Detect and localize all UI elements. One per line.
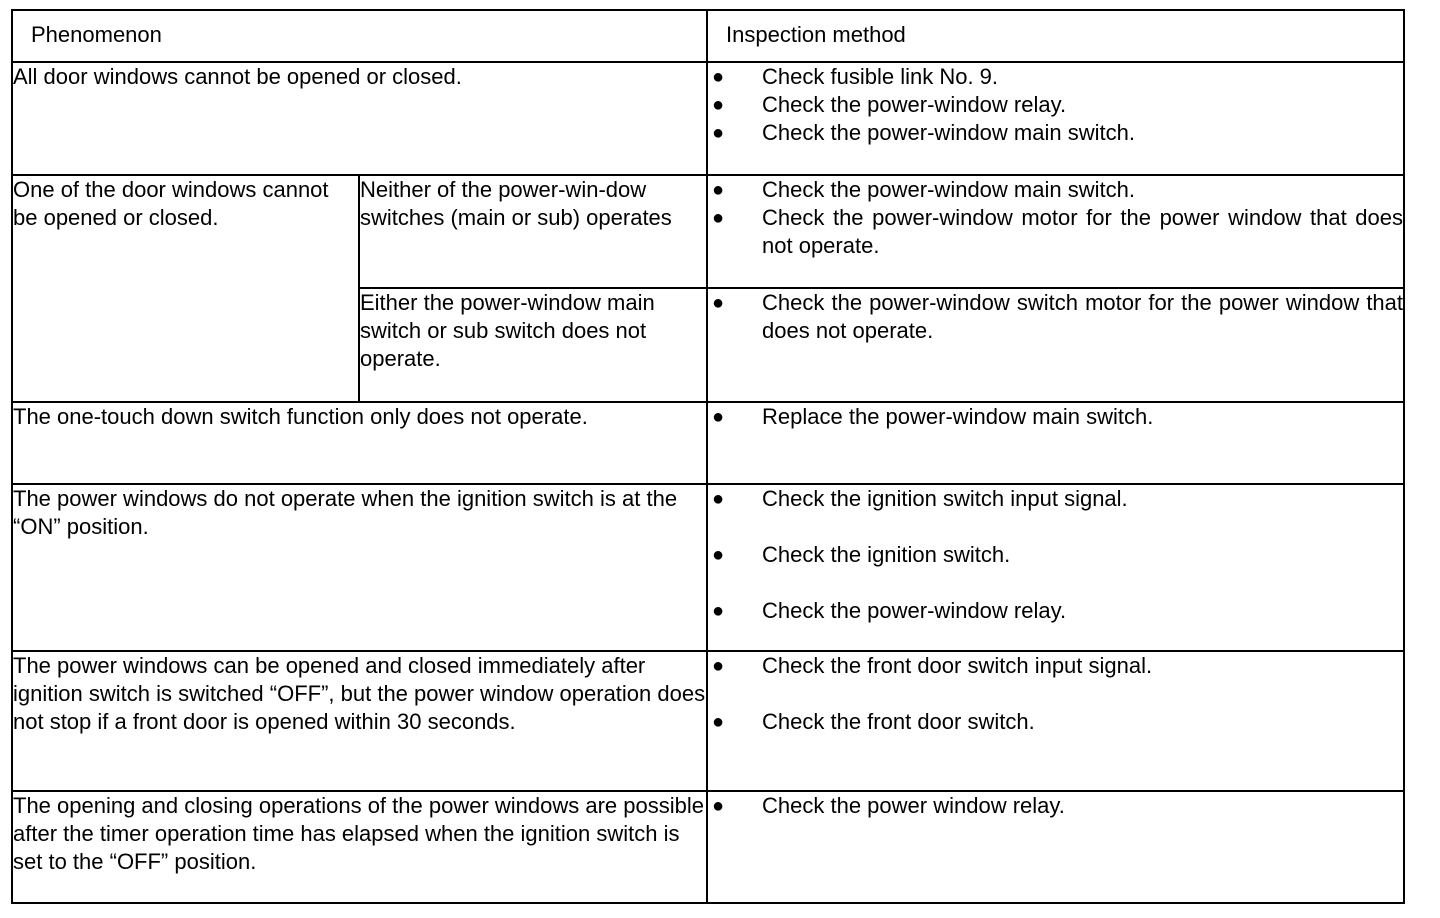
check-text: Replace the power-window main switch. (762, 404, 1154, 429)
inspection-cell: ● Check the power-window switch motor fo… (706, 287, 1406, 403)
condition-text: Neither of the power-win-dow switches (m… (360, 177, 672, 230)
bullet-icon: ● (712, 406, 725, 428)
phenomenon-text: The power windows do not operate when th… (13, 486, 678, 539)
check-text: Check the power-window switch motor for … (762, 290, 1404, 343)
table-row: The opening and closing operations of th… (10, 790, 1406, 904)
bullet-icon: ● (712, 600, 725, 622)
check-item: ● Check the power window relay. (708, 792, 1403, 820)
check-text: Check the ignition switch input signal. (762, 486, 1128, 511)
phenomenon-cell: One of the door windows cannot be opened… (11, 174, 360, 403)
phenomenon-cell: The opening and closing operations of th… (10, 790, 709, 904)
bullet-icon: ● (712, 655, 725, 677)
phenomenon-text: The opening and closing operations of th… (13, 793, 704, 874)
table-row: Either the power-window main switch or s… (12, 287, 1406, 403)
check-item: ● Check the ignition switch input signal… (708, 485, 1403, 513)
inspection-cell: ● Check fusible link No. 9. ● Check the … (706, 61, 1406, 176)
bullet-icon: ● (712, 66, 725, 88)
bullet-icon: ● (712, 795, 725, 817)
phenomenon-text: The power windows can be opened and clos… (13, 653, 706, 734)
check-item: ● Check the power-window relay. (708, 91, 1403, 119)
condition-cell: Neither of the power-win-dow switches (m… (357, 174, 709, 289)
check-text: Check the front door switch. (762, 709, 1035, 734)
inspection-cell: ● Check the power window relay. (706, 790, 1406, 904)
check-item: ● Check the power-window motor for the p… (708, 204, 1403, 260)
table-row: The power windows can be opened and clos… (10, 650, 1406, 792)
check-text: Check the power-window main switch. (762, 177, 1135, 202)
check-text: Check the ignition switch. (762, 542, 1011, 567)
check-text: Check the power window relay. (762, 793, 1065, 818)
bullet-icon: ● (712, 544, 725, 566)
check-item: ● Check the power-window switch motor fo… (708, 289, 1403, 345)
phenomenon-text: All door windows cannot be opened or clo… (13, 64, 462, 89)
inspection-cell: ● Replace the power-window main switch. (706, 401, 1406, 485)
check-text: Check fusible link No. 9. (762, 64, 999, 89)
table-row: The power windows do not operate when th… (10, 483, 1406, 652)
check-text: Check the front door switch input signal… (762, 653, 1153, 678)
condition-cell: Either the power-window main switch or s… (357, 287, 709, 403)
condition-text: Either the power-window main switch or s… (360, 290, 655, 371)
phenomenon-text: The one-touch down switch function only … (13, 404, 588, 429)
inspection-table: Phenomenon Inspection method All door wi… (10, 9, 1406, 904)
table-row: One of the door windows cannot be opened… (11, 174, 1406, 403)
check-text: Check the power-window relay. (762, 598, 1067, 623)
table-header-row: Phenomenon Inspection method (10, 9, 1406, 63)
header-phenomenon: Phenomenon (10, 9, 709, 63)
check-text: Check the power-window motor for the pow… (762, 205, 1404, 258)
check-text: Check the power-window main switch. (762, 120, 1135, 145)
check-item: ● Check the front door switch. (708, 708, 1403, 736)
inspection-cell: ● Check the power-window main switch. ● … (706, 174, 1406, 289)
bullet-icon: ● (712, 711, 725, 733)
header-phenomenon-label: Phenomenon (31, 22, 162, 47)
inspection-cell: ● Check the front door switch input sign… (706, 650, 1406, 792)
check-item: ● Replace the power-window main switch. (708, 403, 1403, 431)
inspection-cell: ● Check the ignition switch input signal… (706, 483, 1406, 652)
header-inspection: Inspection method (706, 9, 1406, 63)
bullet-icon: ● (712, 488, 725, 510)
bullet-icon: ● (712, 122, 725, 144)
check-item: ● Check the ignition switch. (708, 541, 1403, 569)
check-item: ● Check the power-window relay. (708, 597, 1403, 625)
phenomenon-text: One of the door windows cannot be opened… (13, 177, 329, 230)
header-inspection-label: Inspection method (726, 22, 906, 47)
bullet-icon: ● (712, 179, 725, 201)
check-item: ● Check the front door switch input sign… (708, 652, 1403, 680)
phenomenon-cell: The power windows can be opened and clos… (10, 650, 709, 792)
phenomenon-cell: All door windows cannot be opened or clo… (10, 61, 709, 176)
bullet-icon: ● (712, 292, 725, 314)
check-text: Check the power-window relay. (762, 92, 1067, 117)
table-row: All door windows cannot be opened or clo… (10, 61, 1406, 176)
bullet-icon: ● (712, 94, 725, 116)
phenomenon-cell: The one-touch down switch function only … (10, 401, 709, 485)
check-item: ● Check fusible link No. 9. (708, 63, 1403, 91)
phenomenon-cell: The power windows do not operate when th… (10, 483, 709, 652)
table-row: The one-touch down switch function only … (10, 401, 1406, 485)
check-item: ● Check the power-window main switch. (708, 119, 1403, 147)
check-item: ● Check the power-window main switch. (708, 176, 1403, 204)
bullet-icon: ● (712, 207, 725, 229)
